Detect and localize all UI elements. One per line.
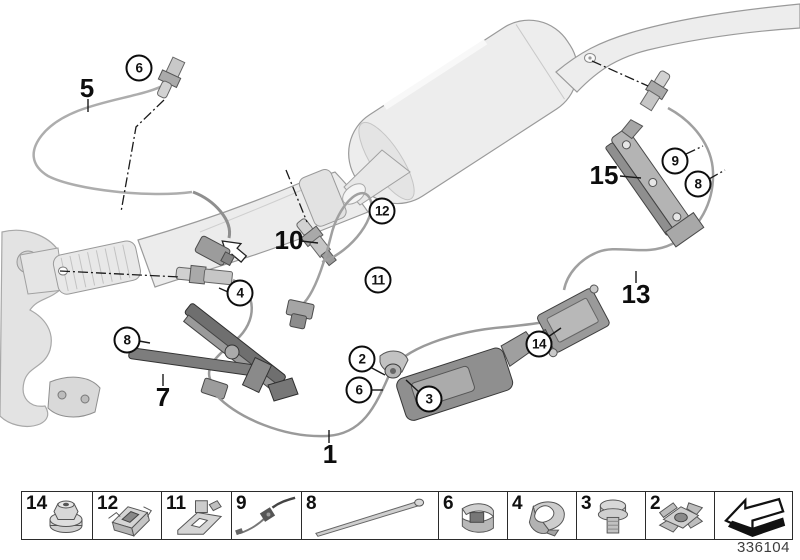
cage-nut-icon [658, 502, 704, 533]
part-number: 12 [97, 493, 119, 514]
parts-strip-box-9[interactable]: 9 [231, 492, 301, 539]
rear-lambda-sensor [562, 70, 715, 291]
part-number: 14 [26, 493, 48, 514]
part-number: 4 [512, 493, 523, 514]
callout-5[interactable]: 5 [79, 73, 95, 103]
hex-bolt-icon [597, 499, 628, 534]
leader-lines-dashdot [59, 60, 726, 278]
leader-lines-solid [87, 99, 642, 443]
flange-nut-icon [49, 500, 83, 533]
callout-6-lower[interactable]: 6 [345, 376, 373, 404]
sensor-lead-icon [235, 496, 296, 536]
parts-strip-box-4[interactable]: 4 [507, 492, 576, 539]
callout-15[interactable]: 15 [589, 160, 619, 190]
clip-nut-icon [461, 503, 494, 533]
front-bracket-7 [128, 303, 299, 402]
long-screw-icon [315, 498, 425, 537]
parts-strip-box-11[interactable]: 11 [161, 492, 231, 539]
parts-strip-box-12[interactable]: 12 [92, 492, 161, 539]
callout-2[interactable]: 2 [348, 345, 376, 373]
bracket-plate-icon [177, 500, 223, 535]
sensor-harness-1 [215, 319, 551, 438]
part-number: 6 [443, 493, 454, 514]
front-pipe [19, 168, 369, 295]
direction-arrow-icon [724, 497, 786, 537]
callout-7[interactable]: 7 [155, 382, 171, 412]
callout-14[interactable]: 14 [525, 330, 553, 358]
callout-13[interactable]: 13 [621, 279, 651, 309]
parts-strip-box-6[interactable]: 6 [438, 492, 507, 539]
muffler [342, 19, 579, 206]
parts-strip-box-2[interactable]: 2 [645, 492, 714, 539]
part-number: 9 [236, 493, 247, 514]
spring-clip-icon [528, 501, 565, 537]
callout-8-right[interactable]: 8 [684, 170, 712, 198]
rear-bracket-15 [605, 119, 705, 248]
parts-strip-box-3[interactable]: 3 [576, 492, 645, 539]
callout-6-upper[interactable]: 6 [125, 54, 153, 82]
parts-strip-box-arrow[interactable] [714, 492, 792, 539]
callout-11[interactable]: 11 [364, 266, 392, 294]
callout-1[interactable]: 1 [322, 439, 338, 469]
drawing-number: 336104 [736, 539, 790, 556]
rear-sensor-cable-13 [562, 106, 715, 291]
cable-clip-assembly [379, 330, 538, 421]
part-number: 8 [306, 493, 317, 514]
tail-pipe [555, 3, 800, 93]
harness-upper [192, 190, 232, 239]
sensor-wire-5 [32, 82, 193, 196]
callout-9[interactable]: 9 [661, 147, 689, 175]
part-number: 11 [166, 493, 187, 514]
callout-4[interactable]: 4 [226, 279, 254, 307]
cage-clip-icon [108, 506, 152, 537]
part-number: 3 [581, 493, 592, 514]
callout-3[interactable]: 3 [415, 385, 443, 413]
parts-strip-box-14[interactable]: 14 [22, 492, 92, 539]
parts-thumbnail-strip: 14 12 11 [21, 491, 793, 540]
front-sensor-connector-upper [194, 235, 236, 267]
front-lambda-sensor [175, 264, 253, 400]
callout-8-left[interactable]: 8 [113, 326, 141, 354]
part-number: 2 [650, 493, 661, 514]
callout-10[interactable]: 10 [274, 225, 304, 255]
mid-lambda-sensor-10 [285, 191, 373, 330]
upper-lambda-sensor [157, 56, 186, 99]
parts-strip-box-8[interactable]: 8 [301, 492, 438, 539]
callout-12[interactable]: 12 [368, 197, 396, 225]
